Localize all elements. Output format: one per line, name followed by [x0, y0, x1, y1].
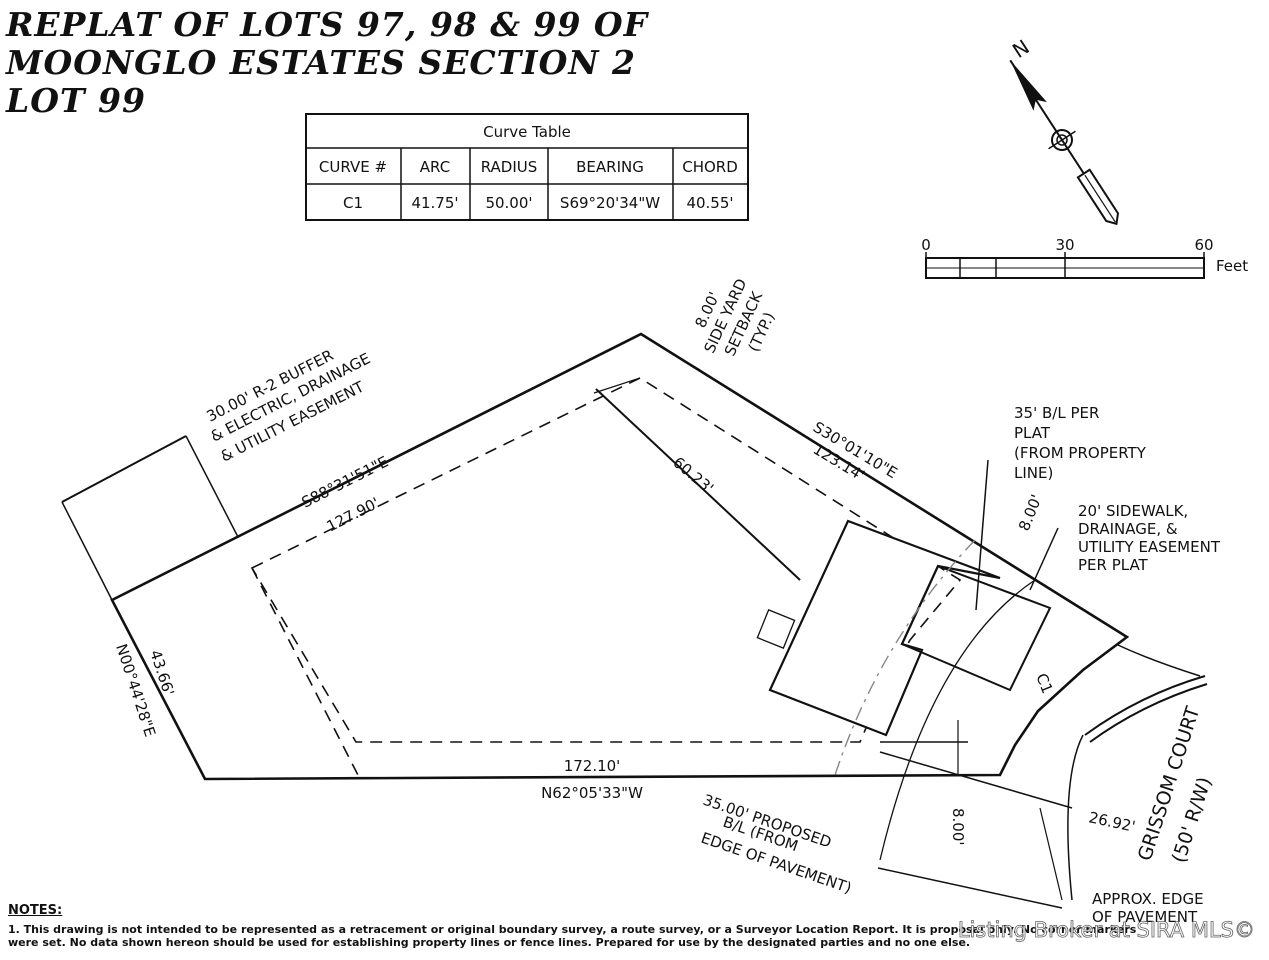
proposed-bl-dim: [877, 867, 1063, 909]
cell-arc: 41.75': [411, 194, 458, 212]
buffer-dim-line: [61, 435, 187, 503]
north-arrow-icon: [1009, 59, 1120, 226]
frontage-dim-line: [879, 751, 1073, 809]
title-line-2: MOONGLO ESTATES SECTION 2: [6, 43, 636, 82]
garage-footprint: [900, 564, 1052, 692]
pavement-label-1: APPROX. EDGE: [1092, 890, 1204, 908]
mls-watermark: Listing Broker at SIRA MLS©: [957, 918, 1255, 943]
bl-label-1: 35' B/L PER: [1014, 404, 1099, 422]
bl-label-2: PLAT: [1014, 424, 1051, 442]
south-line-distance: 172.10': [564, 757, 621, 775]
cell-bearing: S69°20'34"W: [560, 194, 660, 212]
cell-curve: C1: [343, 194, 363, 212]
col-chord: CHORD: [682, 158, 738, 176]
side-dim-upper: 8.00': [1015, 492, 1046, 534]
north-letter: N: [1008, 35, 1034, 63]
sidewalk-label-2: DRAINAGE, &: [1078, 520, 1178, 538]
sidewalk-leader: [1029, 527, 1059, 591]
notes-heading: NOTES:: [8, 903, 63, 918]
curb-inner: [1089, 683, 1208, 743]
notes-block: NOTES: 1. This drawing is not intended t…: [8, 904, 1263, 949]
sidewalk-label-1: 20' SIDEWALK,: [1078, 502, 1188, 520]
scale-bar: 0 30 60 Feet: [921, 236, 1248, 279]
frontage-distance: 26.92': [1087, 808, 1137, 835]
curb-outer: [1084, 675, 1206, 736]
col-radius: RADIUS: [481, 158, 538, 176]
pavement-label-2: OF PAVEMENT: [1092, 908, 1198, 926]
note-line-1: 1. This drawing is not intended to be re…: [8, 923, 1137, 936]
setback-tick: [593, 377, 641, 394]
col-curve: CURVE #: [319, 158, 387, 176]
note-line-2: were set. No data shown hereon should be…: [8, 936, 971, 949]
curve-label-c1: C1: [1032, 671, 1056, 696]
scale-unit: Feet: [1216, 257, 1248, 275]
side-dim-lower: 8.00': [949, 808, 967, 846]
col-bearing: BEARING: [576, 158, 644, 176]
curve-table-title: Curve Table: [483, 123, 571, 141]
scale-tick-0: 0: [921, 236, 931, 254]
pavement-edge-lower: [1067, 734, 1084, 901]
lot-boundary: [110, 332, 1130, 781]
scale-tick-30: 30: [1055, 236, 1074, 254]
title-line-3: LOT 99: [6, 81, 146, 120]
bl-label-4: LINE): [1014, 464, 1053, 482]
row-arc: [879, 579, 1036, 861]
south-line-bearing: N62°05'33"W: [541, 784, 643, 802]
cell-radius: 50.00': [485, 194, 532, 212]
curve-table: Curve Table CURVE # ARC RADIUS BEARING C…: [305, 113, 749, 221]
inner-dimension: 60.23': [669, 453, 717, 497]
scale-tick-60: 60: [1194, 236, 1213, 254]
pavement-edge-upper: [1117, 644, 1201, 677]
sidewalk-label-4: PER PLAT: [1078, 556, 1149, 574]
col-arc: ARC: [420, 158, 450, 176]
bl-leader: [975, 459, 989, 611]
house-footprint: [768, 519, 1001, 737]
bl-label-3: (FROM PROPERTY: [1014, 444, 1147, 462]
sidewalk-label-3: UTILITY EASEMENT: [1078, 538, 1221, 556]
title-line-1: REPLAT OF LOTS 97, 98 & 99 OF: [6, 5, 649, 44]
cell-chord: 40.55': [686, 194, 733, 212]
setback-west-line: [251, 567, 361, 780]
dim-leader-60: [595, 388, 801, 581]
north-line-distance: 127.90': [324, 494, 383, 536]
sidewalk-easement-arc: [834, 539, 976, 776]
house-stoop: [756, 609, 796, 649]
